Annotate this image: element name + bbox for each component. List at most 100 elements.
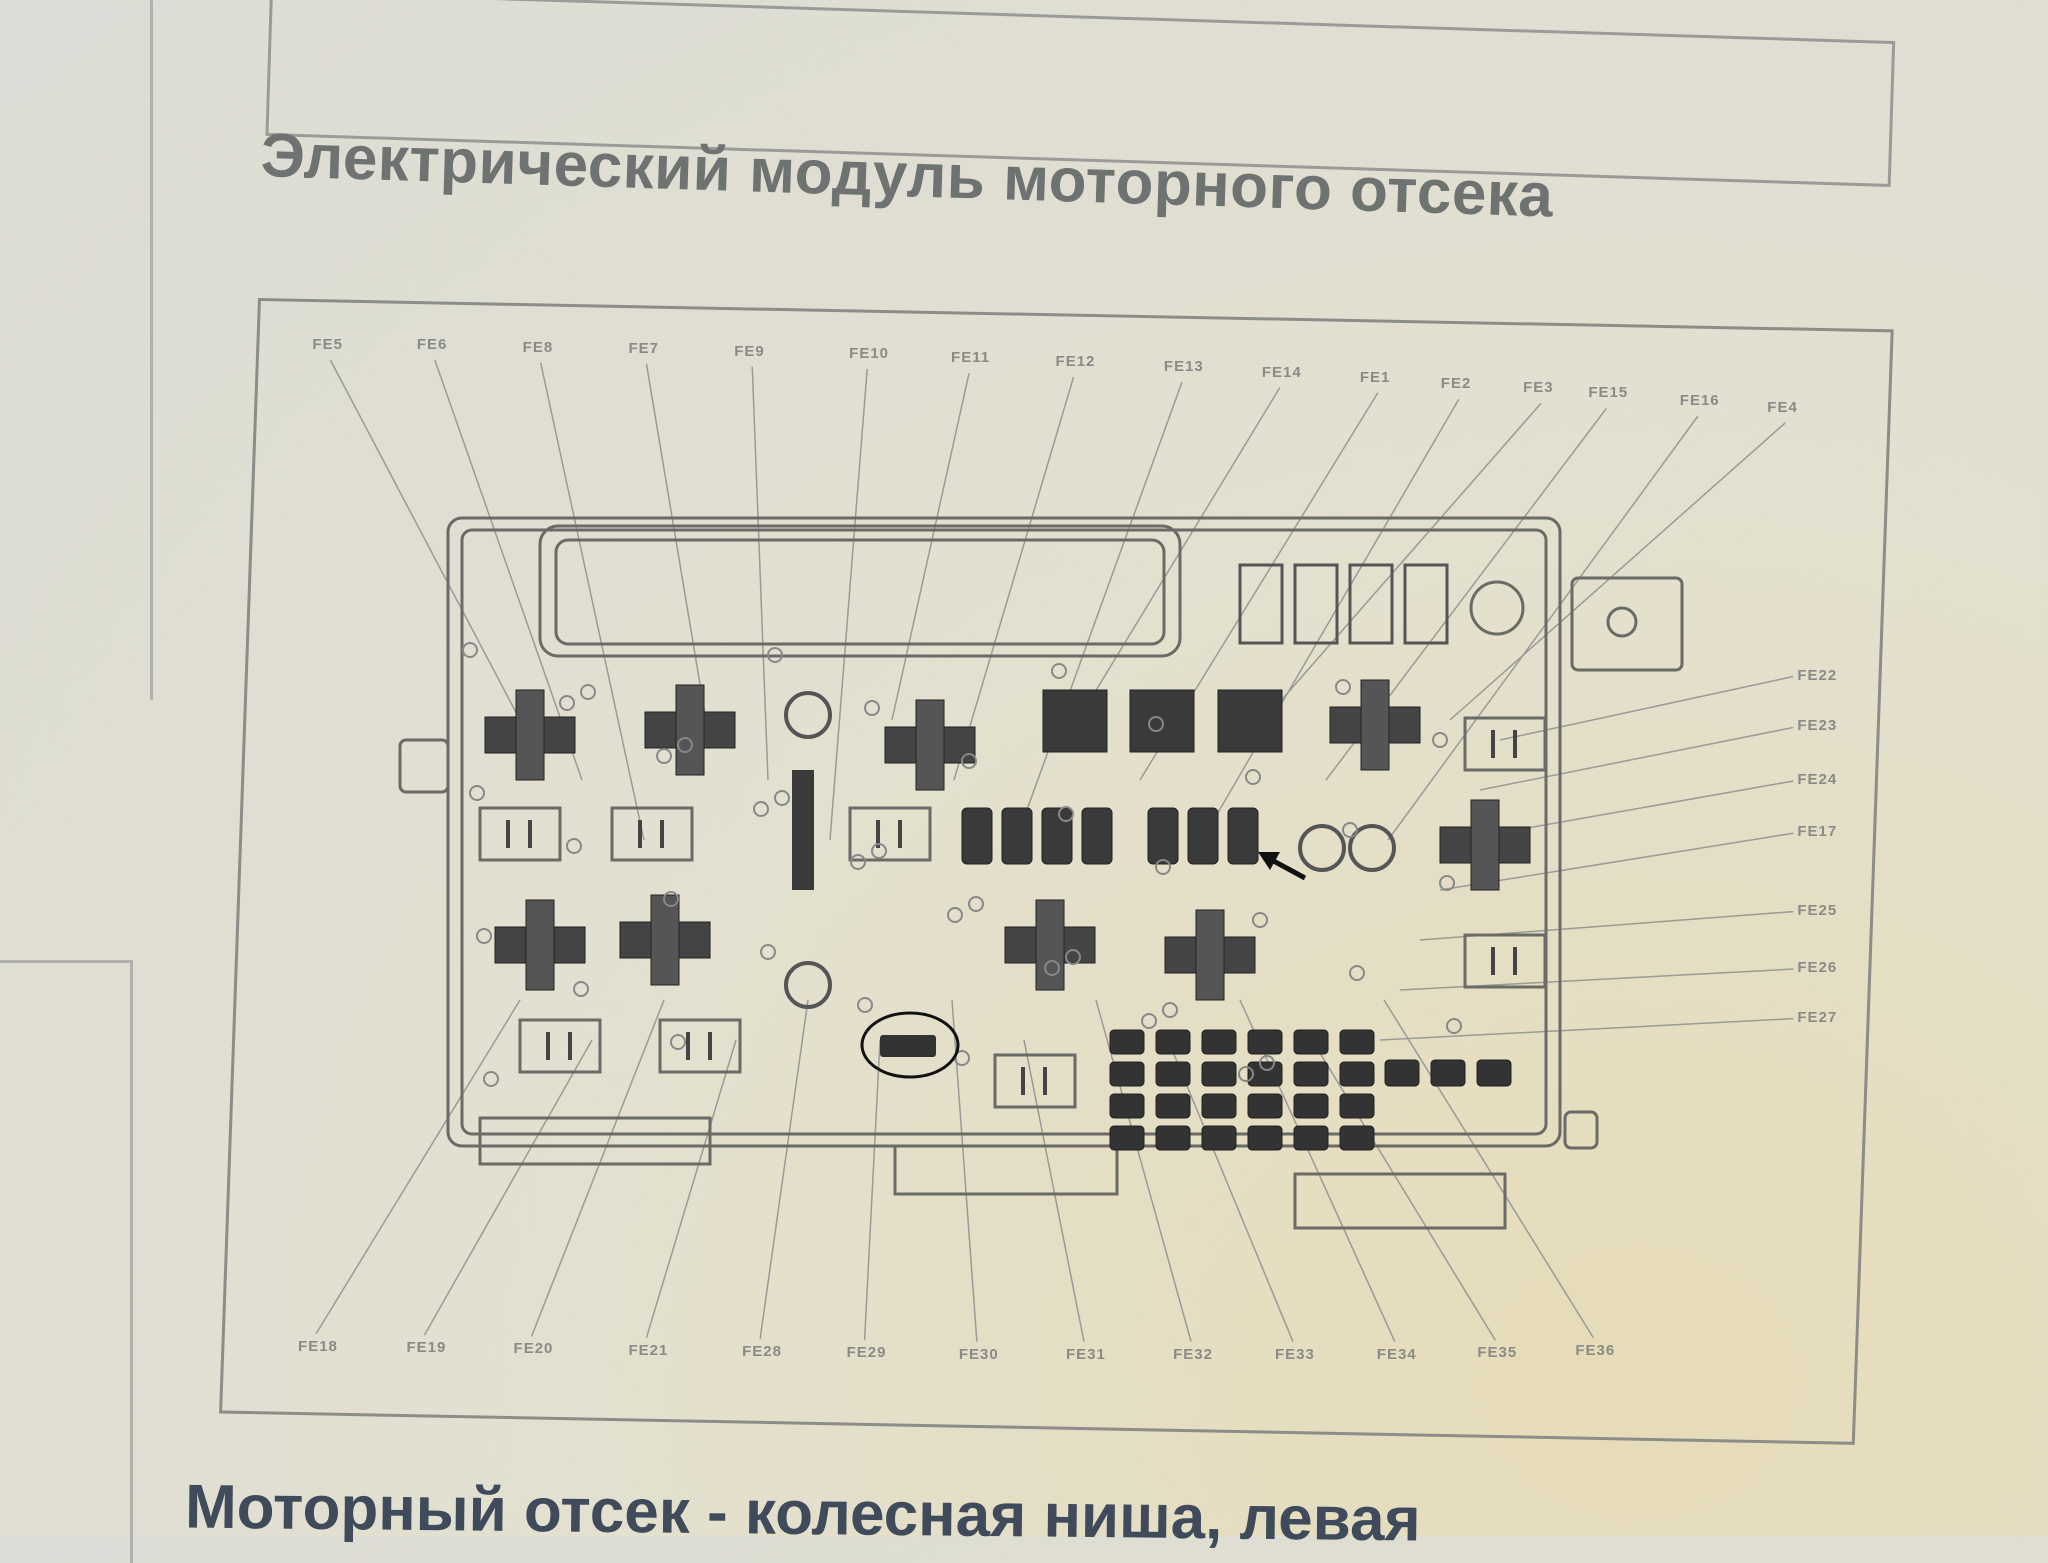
- fuse-label-bottom: FE32: [1173, 1345, 1213, 1363]
- mounting-hole: [753, 801, 769, 817]
- mini-fuse: [1081, 807, 1113, 865]
- fuse-label-top: FE10: [849, 345, 890, 363]
- fuse-label-top: FE11: [951, 349, 991, 367]
- fuse-grid-cell: [1155, 1093, 1191, 1119]
- adjacent-page-edge-lower: [0, 960, 133, 1563]
- leader-line: [645, 1039, 737, 1338]
- fuse-label-top: FE2: [1440, 375, 1472, 393]
- mounting-hole: [1162, 1002, 1178, 1018]
- mounting-hole: [760, 944, 776, 960]
- mounting-hole: [968, 896, 984, 912]
- leader-line: [1201, 398, 1460, 841]
- connector: [658, 1018, 742, 1074]
- hand-drawn-circle-annotation: [860, 1011, 960, 1079]
- fuse-box-body: [398, 516, 1684, 1230]
- adjacent-page-edge: [0, 0, 153, 700]
- connector: [993, 1053, 1077, 1109]
- relay-pin-block: [650, 894, 680, 986]
- fuse-label-bottom: FE33: [1274, 1345, 1315, 1363]
- maxi-fuse: [1042, 689, 1108, 753]
- leader-line: [645, 363, 707, 721]
- mounting-hole: [774, 790, 790, 806]
- mounting-hole: [1155, 859, 1171, 875]
- leader-line: [1479, 726, 1794, 791]
- connector: [1463, 933, 1547, 989]
- fuse-label-bottom: FE20: [513, 1340, 554, 1358]
- mounting-hole: [947, 907, 963, 923]
- fuse-label-bottom: FE30: [958, 1345, 999, 1363]
- relay-pin-block: [1035, 899, 1065, 991]
- mini-fuse: [1187, 807, 1219, 865]
- relay-pin-block: [515, 689, 545, 781]
- leader-line: [329, 359, 521, 721]
- round-terminal: [784, 961, 832, 1009]
- leader-line: [1499, 675, 1794, 741]
- fuse-label-bottom: FE34: [1376, 1345, 1417, 1363]
- fuse-label-bottom: FE31: [1065, 1345, 1106, 1363]
- fuse-label-bottom: FE28: [742, 1343, 782, 1361]
- fuse-grid-cell: [1247, 1125, 1283, 1151]
- mounting-hole: [1058, 806, 1074, 822]
- mounting-hole: [559, 695, 575, 711]
- mounting-hole: [1349, 965, 1365, 981]
- fuse-label-bottom: FE35: [1477, 1344, 1518, 1362]
- mini-fuse: [1001, 807, 1033, 865]
- fuse-label-right: FE22: [1797, 666, 1838, 684]
- relay-slot: [1403, 563, 1449, 645]
- fuse-label-top: FE12: [1055, 353, 1096, 371]
- leader-line: [1383, 999, 1594, 1339]
- fuse-box-components: [462, 563, 1547, 1151]
- fuse-grid-cell: [1293, 1125, 1329, 1151]
- fuse-grid-cell: [1293, 1029, 1329, 1055]
- arrow-annotation: [1258, 852, 1307, 881]
- fuse-grid-cell: [1339, 1061, 1375, 1087]
- round-terminal: [784, 691, 832, 739]
- mounting-hole: [469, 785, 485, 801]
- relay-pin-block: [1360, 679, 1390, 771]
- fuse-label-top: FE8: [522, 338, 554, 356]
- mounting-hole: [483, 1071, 499, 1087]
- mounting-hole: [573, 981, 589, 997]
- mounting-hole: [1252, 912, 1268, 928]
- leader-line: [751, 366, 769, 781]
- relay-pin-block: [675, 684, 705, 776]
- mounting-hole: [857, 997, 873, 1013]
- leader-line: [1095, 999, 1192, 1342]
- connector: [518, 1018, 602, 1074]
- mounting-hole: [476, 928, 492, 944]
- leader-line: [891, 372, 970, 721]
- small-fuse: [1384, 1059, 1420, 1087]
- fuse-label-top: FE1: [1359, 368, 1391, 386]
- leader-line: [953, 376, 1075, 781]
- mounting-hole: [1065, 949, 1081, 965]
- fuse-label-right: FE17: [1797, 823, 1838, 841]
- leader-line: [1387, 415, 1699, 841]
- long-fuse: [792, 770, 814, 890]
- connector: [1463, 716, 1547, 772]
- mounting-hole: [1148, 716, 1164, 732]
- fuse-grid-cell: [1247, 1093, 1283, 1119]
- fuse-grid-cell: [1247, 1061, 1283, 1087]
- mounting-hole: [1335, 679, 1351, 695]
- mounting-hole: [1141, 1013, 1157, 1029]
- next-section-title: Моторный отсек - колесная ниша, левая: [184, 1472, 1422, 1555]
- fuse-label-bottom: FE19: [406, 1339, 447, 1357]
- mini-fuse: [1227, 807, 1259, 865]
- mini-fuse: [961, 807, 993, 865]
- relay-slot: [1348, 563, 1394, 645]
- leader-line: [1449, 422, 1786, 721]
- mounting-hole: [961, 753, 977, 769]
- connector: [848, 806, 932, 862]
- mounting-hole: [656, 748, 672, 764]
- relay-pin-block: [1470, 799, 1500, 891]
- fuse-grid-cell: [1293, 1061, 1329, 1087]
- leader-line: [1015, 382, 1183, 841]
- mounting-hole: [677, 737, 693, 753]
- fuse-grid-cell: [1109, 1093, 1145, 1119]
- leader-line: [829, 369, 868, 841]
- fuse-label-right: FE27: [1797, 1008, 1838, 1026]
- leader-line: [759, 999, 809, 1340]
- maxi-fuse: [1217, 689, 1283, 753]
- fuse-grid-cell: [1155, 1029, 1191, 1055]
